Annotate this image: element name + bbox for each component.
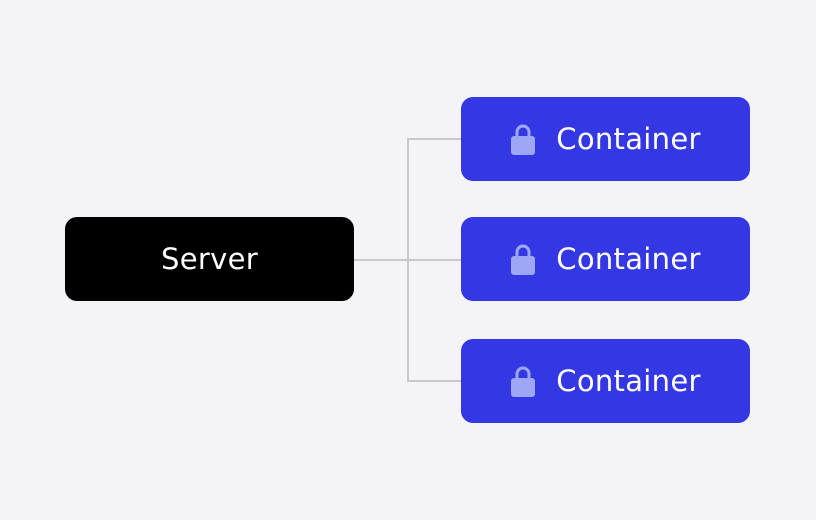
lock-icon — [511, 366, 536, 397]
server-label: Server — [161, 242, 258, 276]
container-label: Container — [556, 122, 701, 156]
container-label: Container — [556, 242, 701, 276]
lock-icon — [511, 244, 536, 275]
lock-icon — [511, 124, 536, 155]
server-node: Server — [65, 217, 354, 301]
container-node-1: Container — [461, 97, 750, 181]
container-node-2: Container — [461, 217, 750, 301]
container-label: Container — [556, 364, 701, 398]
container-node-3: Container — [461, 339, 750, 423]
